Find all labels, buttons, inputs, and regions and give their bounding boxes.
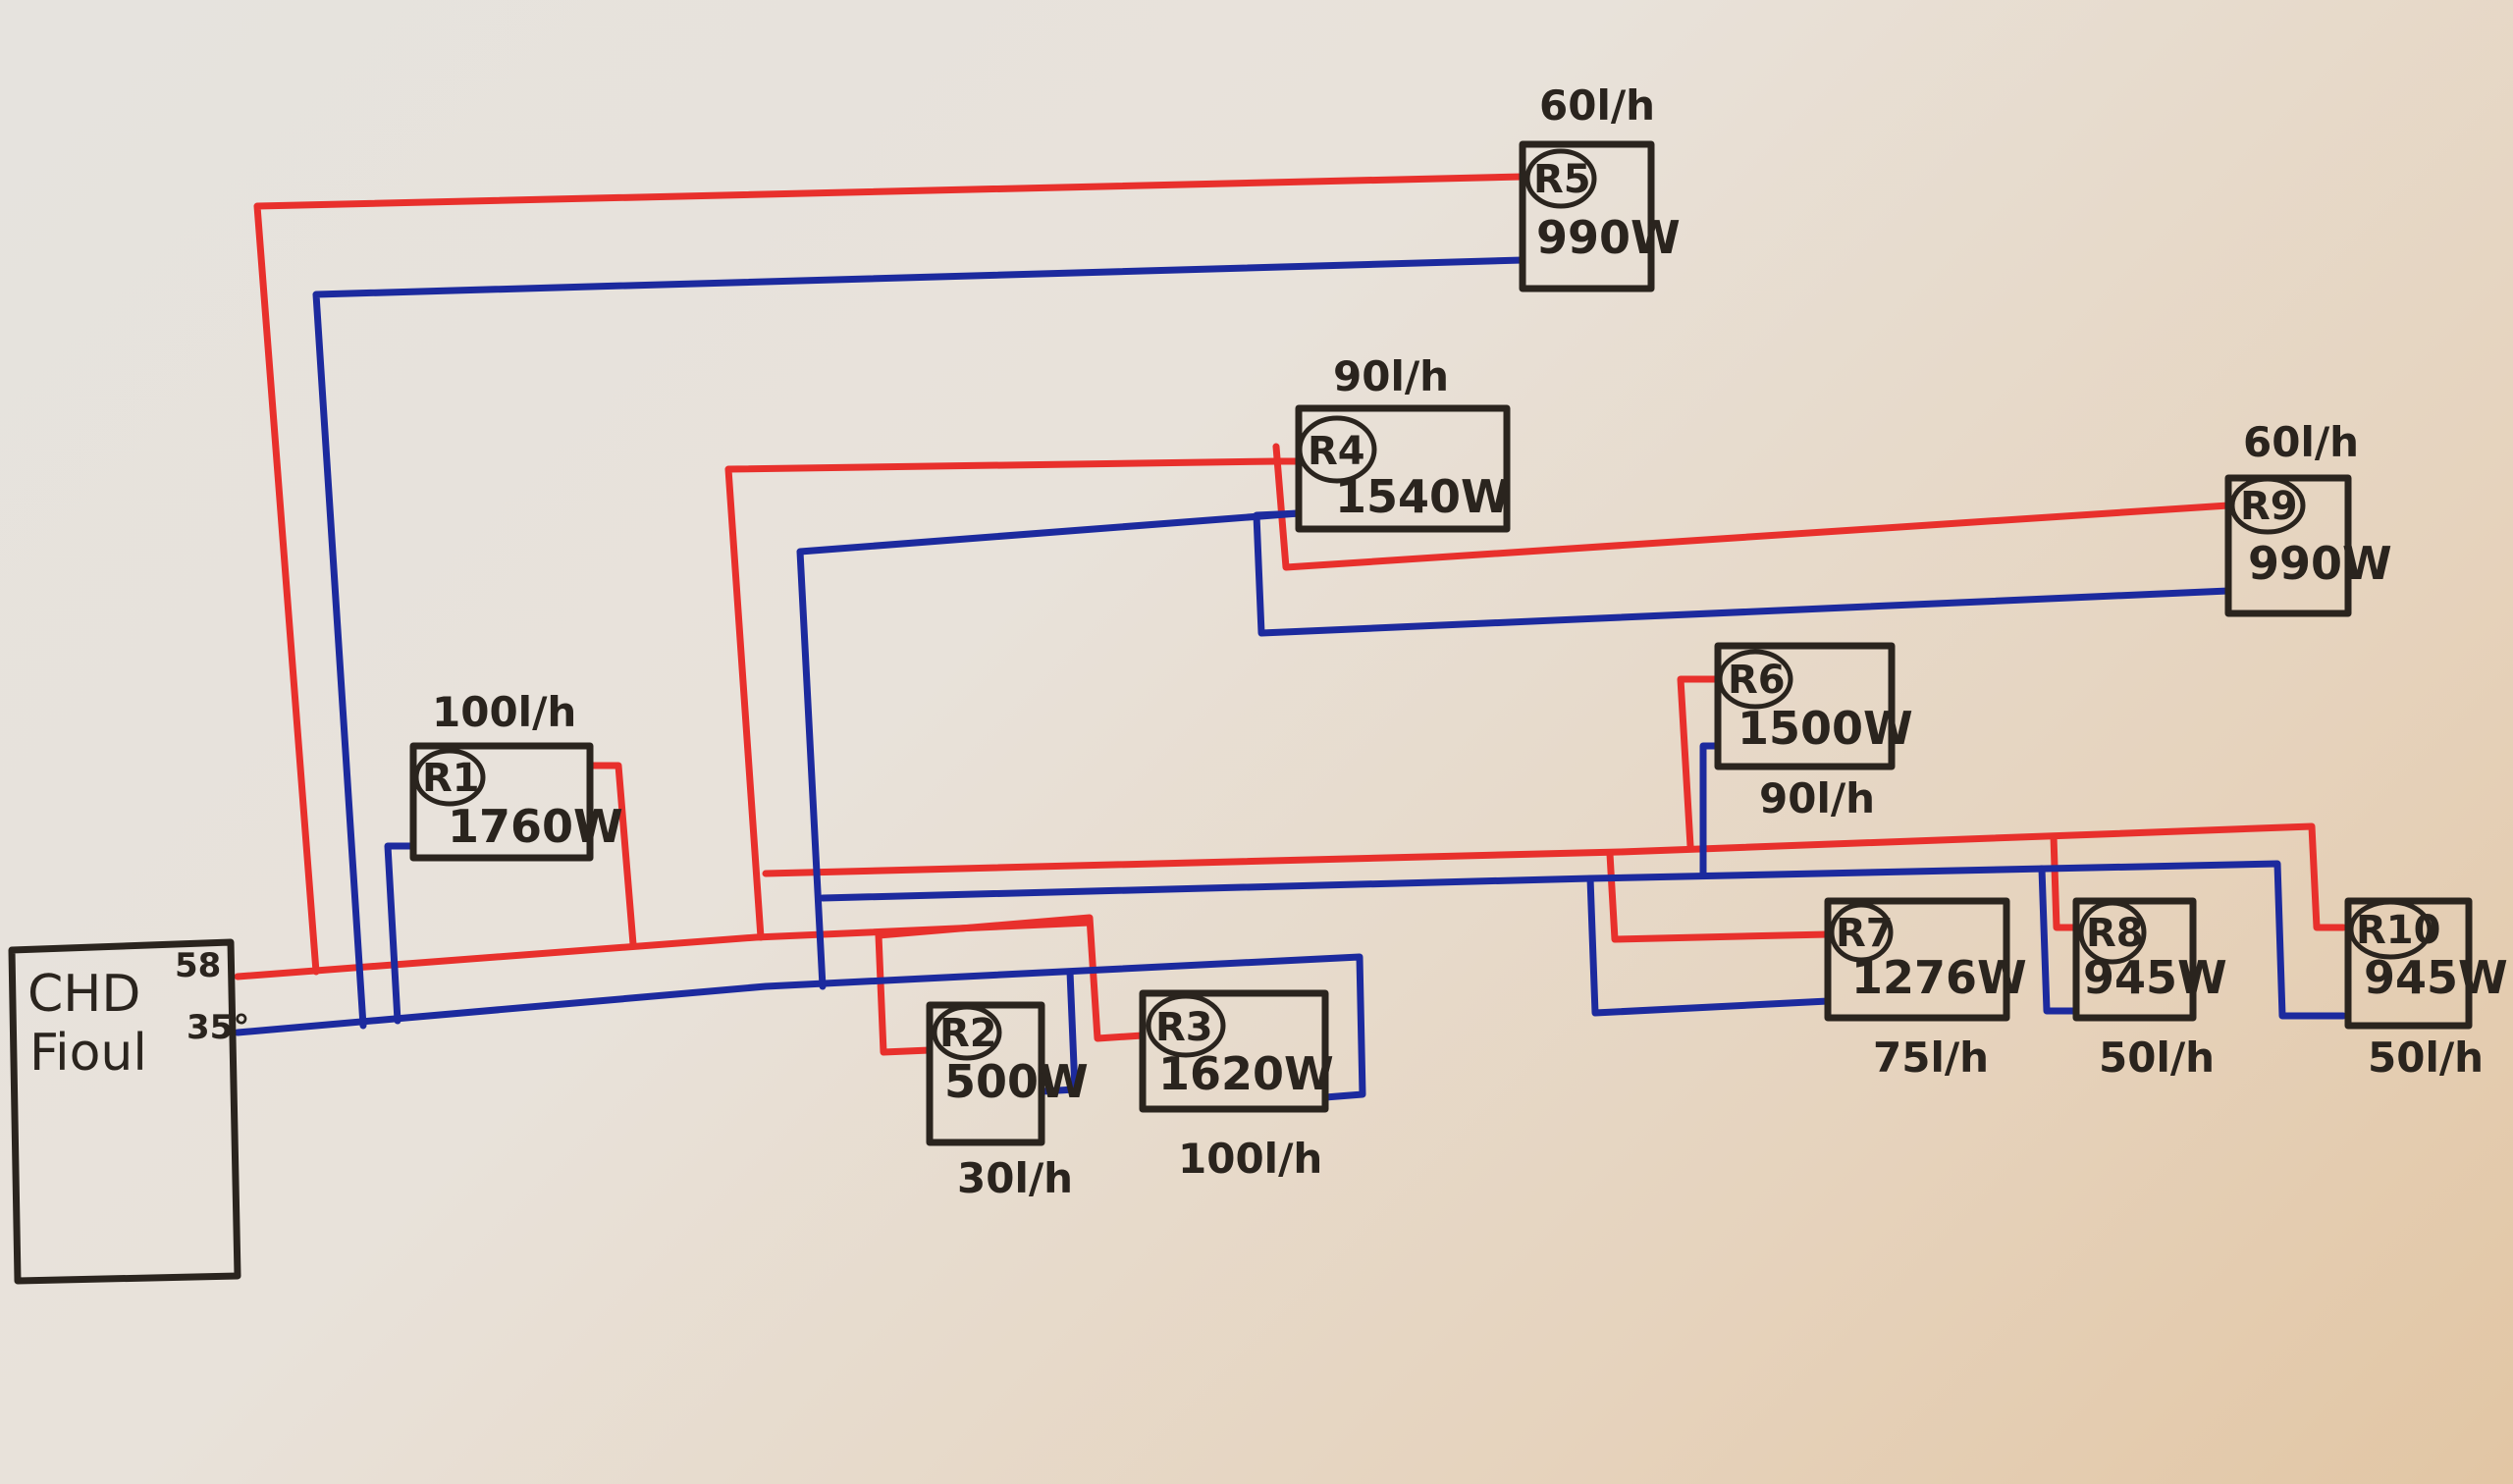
radiator-outline xyxy=(409,742,594,862)
radiator-r5[interactable]: R5 990W 60l/h xyxy=(1519,81,1681,292)
supply-pipe-r1 xyxy=(586,762,637,948)
radiator-r9[interactable]: R9 990W 60l/h xyxy=(2224,418,2392,617)
radiator-power: 945W xyxy=(2364,951,2508,1004)
radiator-id: R6 xyxy=(1728,658,1786,703)
radiator-power: 500W xyxy=(944,1055,1089,1108)
return-pipe-r5 xyxy=(312,256,1526,1030)
radiator-outline xyxy=(926,1001,1045,1146)
radiator-outline xyxy=(1139,989,1329,1113)
main-return-pipe xyxy=(234,953,1366,1101)
radiator-outline xyxy=(2072,897,2197,1022)
radiator-id: R1 xyxy=(422,756,480,801)
radiator-flow: 60l/h xyxy=(2243,418,2359,466)
radiator-power: 1620W xyxy=(1158,1047,1334,1100)
radiator-id: R4 xyxy=(1308,429,1365,474)
radiator-outline xyxy=(2224,474,2352,617)
radiator-power: 1276W xyxy=(1851,951,2027,1004)
radiator-r7[interactable]: R7 1276W 75l/h xyxy=(1824,897,2027,1082)
radiator-id-circle xyxy=(2229,476,2306,535)
radiator-id-circle xyxy=(2348,899,2433,960)
radiator-flow: 30l/h xyxy=(957,1154,1073,1202)
radiator-power: 945W xyxy=(2083,951,2227,1004)
radiator-power: 990W xyxy=(1536,211,1681,264)
radiator-flow: 90l/h xyxy=(1759,774,1875,822)
radiator-id: R10 xyxy=(2356,908,2440,953)
supply-pipe-r2 xyxy=(875,931,934,1056)
return-pipe-r9 xyxy=(1253,509,2232,637)
boiler[interactable]: CHD Fioul 58 35° xyxy=(8,938,249,1285)
supply-trunk-right xyxy=(762,822,2347,931)
boiler-supply-temp: 58 xyxy=(175,946,221,985)
radiator-id: R7 xyxy=(1836,911,1894,956)
radiator-flow: 60l/h xyxy=(1539,81,1655,130)
radiator-r4[interactable]: R4 1540W 90l/h xyxy=(1295,352,1511,533)
radiator-flow: 50l/h xyxy=(2368,1034,2484,1082)
return-pipe-r6 xyxy=(1699,742,1722,879)
return-pipe-r1 xyxy=(384,842,417,1025)
radiator-r8[interactable]: R8 945W 50l/h xyxy=(2072,897,2227,1082)
supply-pipe-r9 xyxy=(1272,443,2232,571)
radiator-power: 1540W xyxy=(1335,470,1511,523)
boiler-label-line2: Fioul xyxy=(29,1024,147,1083)
return-pipe-r8 xyxy=(2038,865,2080,1015)
radiator-outline xyxy=(1714,642,1896,770)
radiator-r6[interactable]: R6 1500W 90l/h xyxy=(1714,642,1913,822)
supply-pipe-r3 xyxy=(875,914,1147,1042)
supply-pipe-r6 xyxy=(1677,675,1722,850)
radiator-flow: 90l/h xyxy=(1333,352,1449,400)
boiler-label-line1: CHD xyxy=(27,965,140,1024)
radiator-power: 990W xyxy=(2248,537,2392,590)
return-pipe-r7 xyxy=(1586,874,1832,1017)
radiator-outline xyxy=(1824,897,2010,1022)
return-pipe-r4 xyxy=(796,509,1303,990)
radiator-power: 1500W xyxy=(1738,702,1913,755)
return-trunk-right xyxy=(819,860,2347,1020)
return-pipes xyxy=(234,256,2347,1101)
supply-pipe-r7 xyxy=(1606,850,1832,943)
supply-pipe-r5 xyxy=(253,173,1526,976)
radiator-id-circle xyxy=(1717,649,1793,710)
radiator-outline xyxy=(1295,404,1511,533)
radiator-r10[interactable]: R10 945W 50l/h xyxy=(2344,897,2508,1082)
radiator-id: R9 xyxy=(2240,484,2298,529)
radiator-r2[interactable]: R2 500W 30l/h xyxy=(926,1001,1089,1202)
radiator-id-circle xyxy=(1524,148,1597,209)
radiator-id: R8 xyxy=(2086,911,2144,956)
radiator-power: 1760W xyxy=(448,800,623,853)
radiator-id: R3 xyxy=(1155,1005,1213,1050)
radiator-id-circle xyxy=(2078,900,2147,965)
boiler-outline xyxy=(8,938,241,1285)
radiator-outline xyxy=(2344,897,2473,1030)
radiator-r1[interactable]: R1 1760W 100l/h xyxy=(409,688,623,862)
radiator-id-circle xyxy=(413,748,486,807)
radiator-flow: 100l/h xyxy=(432,688,576,736)
return-pipe-r2 xyxy=(1038,968,1079,1095)
supply-pipe-r4 xyxy=(724,457,1303,941)
boiler-return-temp: 35° xyxy=(187,1008,249,1047)
radiator-outline xyxy=(1519,140,1655,292)
radiator-id: R2 xyxy=(939,1011,997,1056)
radiator-id-circle xyxy=(1297,415,1377,484)
radiator-id-circle xyxy=(1146,993,1226,1058)
radiator-id-circle xyxy=(932,1004,1002,1061)
radiator-flow: 100l/h xyxy=(1178,1135,1322,1183)
radiator-id: R5 xyxy=(1533,157,1591,202)
supply-pipes xyxy=(234,173,2347,1056)
radiator-flow: 75l/h xyxy=(1873,1034,1989,1082)
radiator-r3[interactable]: R3 1620W 100l/h xyxy=(1139,989,1334,1183)
radiator-id-circle xyxy=(1829,902,1894,963)
radiator-flow: 50l/h xyxy=(2099,1034,2215,1082)
